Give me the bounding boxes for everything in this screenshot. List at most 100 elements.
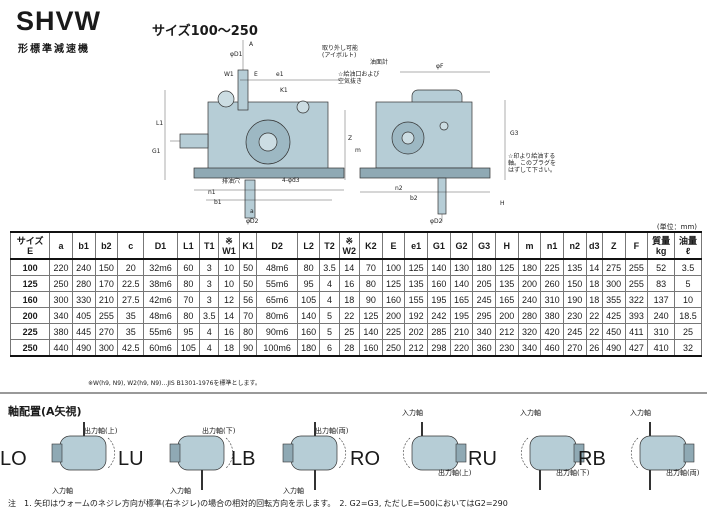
table-cell: 180 bbox=[517, 258, 542, 276]
table-header-cell: b2 bbox=[94, 231, 119, 260]
table-cell: 355 bbox=[601, 291, 626, 308]
table-cell: 14 bbox=[585, 258, 603, 276]
table-cell: 150 bbox=[94, 258, 119, 276]
table-cell: 275 bbox=[601, 258, 626, 276]
shaft-label: 入力軸 bbox=[283, 487, 304, 495]
input-shaft-upper bbox=[237, 69, 249, 111]
eyebolt bbox=[217, 90, 235, 108]
table-cell: 3.5 bbox=[319, 258, 340, 276]
svg-text:G1: G1 bbox=[152, 148, 161, 155]
svg-text:油面計: 油面計 bbox=[370, 58, 388, 66]
svg-text:H: H bbox=[500, 200, 505, 207]
table-cell: 140 bbox=[296, 307, 321, 324]
table-header-cell: b1 bbox=[71, 231, 96, 260]
table-cell: 200 bbox=[381, 307, 406, 324]
table-cell: 4 bbox=[199, 339, 220, 357]
table-cell: 225 bbox=[540, 258, 564, 276]
svg-text:☆給油口および: ☆給油口および bbox=[338, 70, 379, 78]
table-cell: 140 bbox=[359, 323, 383, 340]
table-cell: 210 bbox=[449, 323, 474, 340]
table-header-cell: n1 bbox=[540, 231, 564, 260]
table-cell: 270 bbox=[94, 323, 119, 340]
table-cell: 80 bbox=[176, 307, 201, 324]
svg-text:a: a bbox=[250, 208, 254, 215]
table-cell: 90 bbox=[359, 291, 383, 308]
table-cell: 80 bbox=[238, 323, 258, 340]
table-cell: 405 bbox=[71, 307, 96, 324]
divider bbox=[0, 392, 707, 394]
table-cell: 90 bbox=[238, 339, 258, 357]
gearbox-icon bbox=[169, 435, 234, 490]
table-header-cell: G3 bbox=[472, 231, 496, 260]
svg-text:φD1: φD1 bbox=[230, 51, 243, 58]
table-cell: 4 bbox=[199, 323, 220, 340]
table-cell: 380 bbox=[49, 323, 73, 340]
table-cell: 220 bbox=[449, 339, 474, 357]
gearbox-icon bbox=[282, 422, 347, 490]
table-cell: 260 bbox=[540, 275, 564, 292]
table-cell: 192 bbox=[404, 307, 428, 324]
table-cell: 125 bbox=[381, 275, 406, 292]
table-cell: 340 bbox=[49, 307, 73, 324]
table-cell: 42m6 bbox=[143, 291, 178, 308]
table-cell: 55m6 bbox=[256, 275, 298, 292]
table-cell: 125 bbox=[359, 307, 383, 324]
table-cell: 250 bbox=[9, 339, 51, 357]
table-cell: 427 bbox=[624, 339, 649, 357]
table-cell: 26 bbox=[585, 339, 603, 357]
table-cell: 16 bbox=[218, 323, 240, 340]
table-header-cell: G1 bbox=[427, 231, 451, 260]
shaft-label: 入力軸 bbox=[170, 487, 191, 495]
table-cell: 5 bbox=[674, 275, 702, 292]
table-cell: 5 bbox=[319, 323, 340, 340]
table-header-cell: L1 bbox=[176, 231, 201, 260]
table-cell: 95 bbox=[176, 323, 201, 340]
table-cell: 55m6 bbox=[143, 323, 178, 340]
table-cell: 425 bbox=[601, 307, 626, 324]
table-cell: 105 bbox=[176, 339, 201, 357]
table-cell: 245 bbox=[472, 291, 496, 308]
table-cell: 22.5 bbox=[117, 275, 145, 292]
table-cell: 225 bbox=[9, 323, 51, 340]
table-cell: 60m6 bbox=[143, 339, 178, 357]
base-foot bbox=[193, 167, 345, 179]
table-cell: 22 bbox=[338, 307, 361, 324]
svg-text:空気抜き: 空気抜き bbox=[338, 77, 362, 85]
unit-note: (単位：mm) bbox=[656, 223, 697, 231]
table-cell: 100 bbox=[381, 258, 406, 276]
table-cell: 3 bbox=[199, 291, 220, 308]
table-cell: 4 bbox=[319, 275, 340, 292]
table-cell: 42.5 bbox=[117, 339, 145, 357]
svg-text:n2: n2 bbox=[395, 185, 403, 192]
table-cell: 80 bbox=[296, 258, 321, 276]
table-cell: 80 bbox=[176, 275, 201, 292]
oil-plug bbox=[439, 121, 449, 131]
table-cell: 135 bbox=[404, 275, 428, 292]
table-header-cell: T1 bbox=[199, 231, 220, 260]
table-cell: 3 bbox=[199, 258, 220, 276]
table-header-cell: F bbox=[624, 231, 649, 260]
table-cell: 160 bbox=[359, 339, 383, 357]
table-cell: 225 bbox=[381, 323, 406, 340]
table-cell: 310 bbox=[647, 323, 676, 340]
table-cell: 65m6 bbox=[256, 291, 298, 308]
table-header-cell: n2 bbox=[562, 231, 587, 260]
table-cell: 210 bbox=[94, 291, 119, 308]
table-cell: 3.5 bbox=[674, 258, 702, 276]
table-cell: 83 bbox=[647, 275, 676, 292]
table-cell: 255 bbox=[94, 307, 119, 324]
table-cell: 38m6 bbox=[143, 275, 178, 292]
shaft-label: 出力軸(両) bbox=[666, 469, 700, 477]
table-cell: 27.5 bbox=[117, 291, 145, 308]
svg-text:E: E bbox=[254, 71, 258, 78]
table-cell: 48m6 bbox=[256, 258, 298, 276]
table-cell: 298 bbox=[427, 339, 451, 357]
table-cell: 105 bbox=[296, 291, 321, 308]
shaft-label: 入力軸 bbox=[630, 409, 651, 417]
svg-text:A: A bbox=[249, 41, 254, 48]
table-cell: 100m6 bbox=[256, 339, 298, 357]
